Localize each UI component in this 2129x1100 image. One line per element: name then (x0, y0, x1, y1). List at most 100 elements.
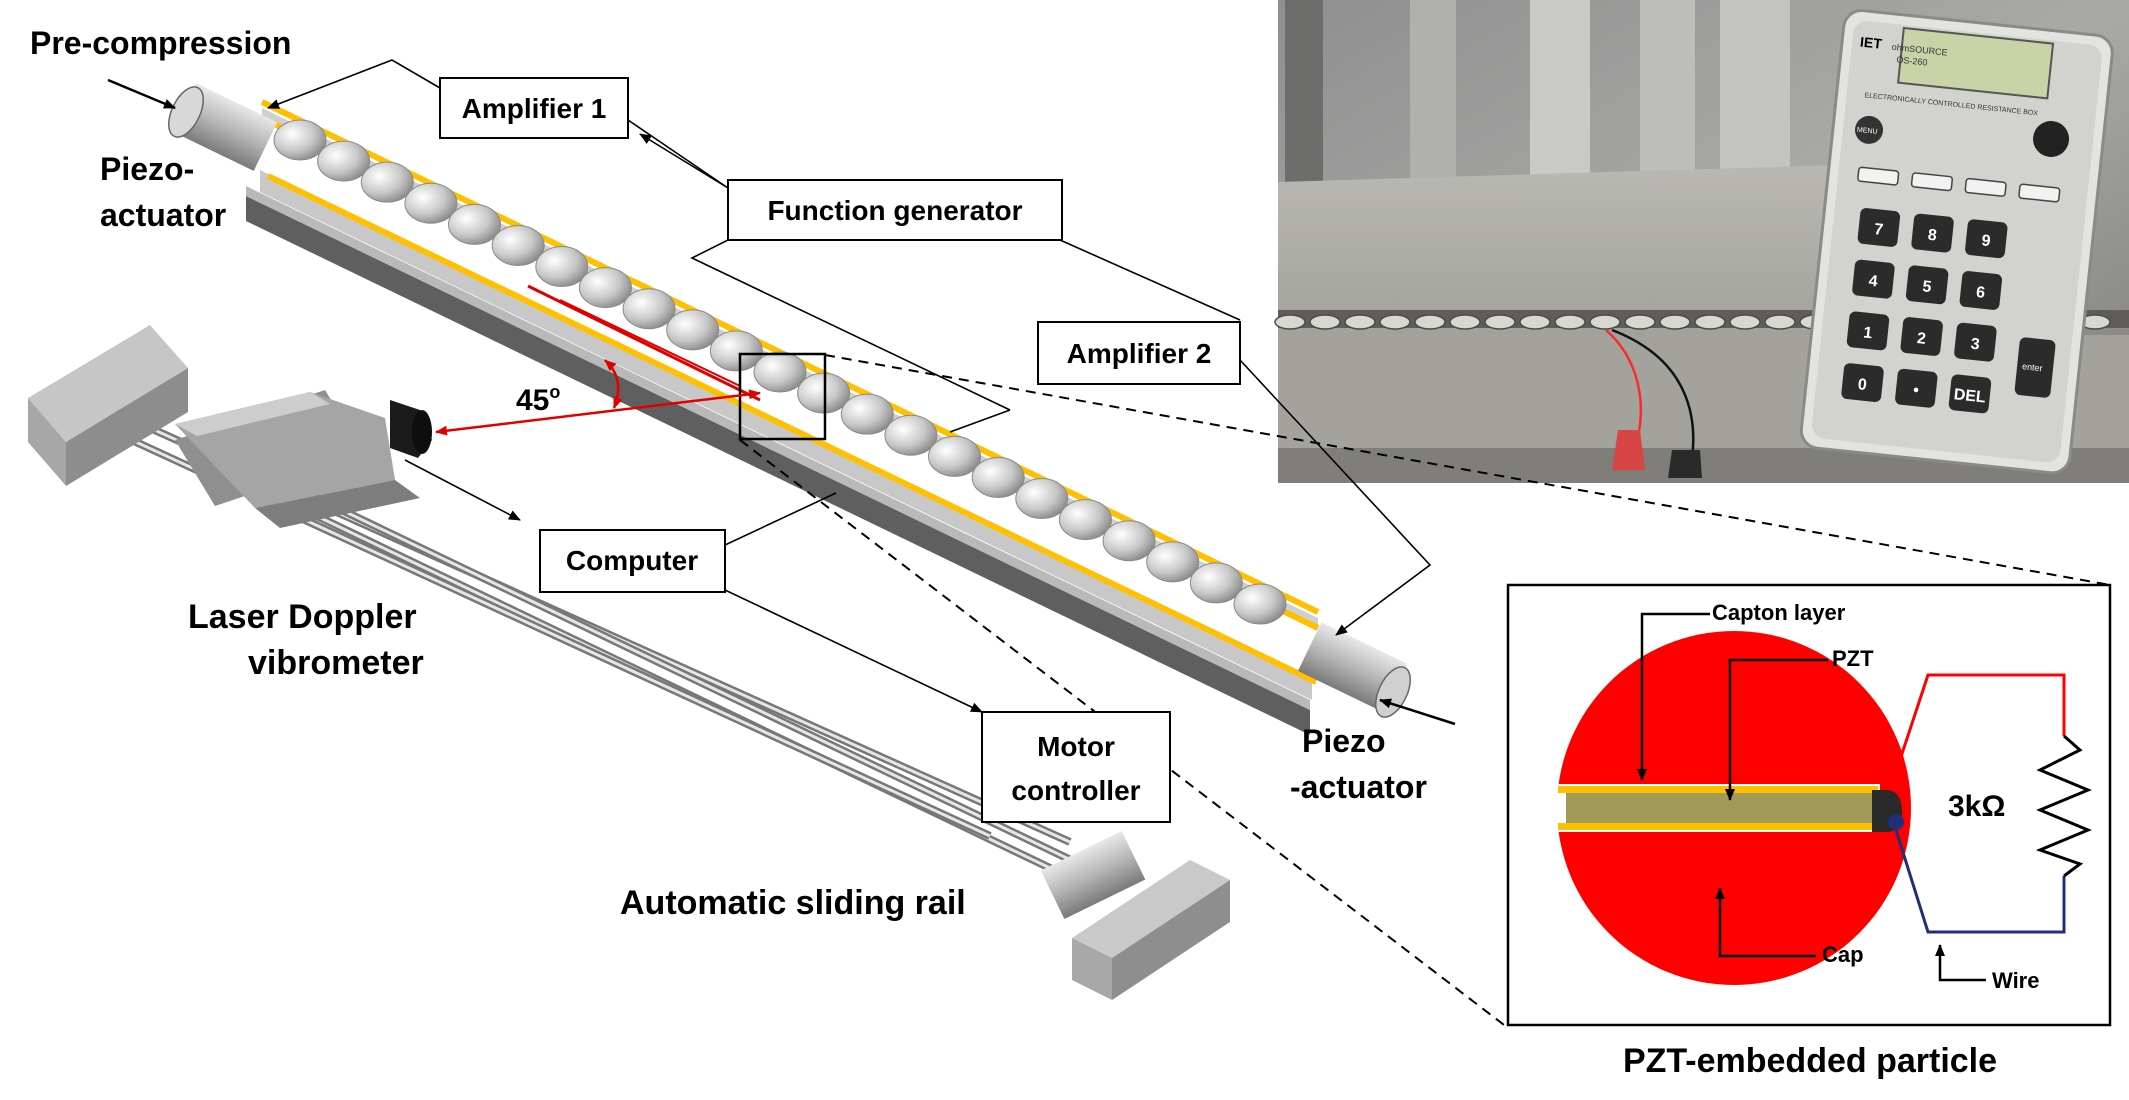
particle (622, 288, 676, 330)
particle (448, 203, 502, 245)
device-key: 9 (1965, 219, 2008, 259)
amplifier-2-box: Amplifier 2 (1037, 321, 1241, 385)
photo-particle (1554, 314, 1586, 330)
motor-controller-label-1: Motor (1037, 731, 1115, 762)
resistance-label: 3kΩ (1948, 790, 2005, 823)
laser-doppler-label-1: Laser Doppler (188, 598, 417, 636)
resistor-symbol (2035, 734, 2092, 878)
photo-particle (1309, 314, 1341, 330)
particle (666, 309, 720, 351)
piezo-actuator-right-label-1: Piezo (1302, 723, 1386, 759)
particle (273, 119, 327, 161)
photo-particle (1519, 314, 1551, 330)
photo-particle (1379, 314, 1411, 330)
device-key: 6 (1959, 271, 2003, 310)
piezo-actuator-left-label-1: Piezo- (100, 151, 194, 187)
photo-particle (1729, 314, 1761, 330)
photo-particle (1764, 314, 1796, 330)
angle-degree: o (549, 382, 560, 402)
computer-box: Computer (539, 529, 726, 593)
particle (971, 456, 1025, 498)
photo-particle (1589, 314, 1621, 330)
amplifier-1-label: Amplifier 1 (462, 93, 607, 124)
svg-text:0: 0 (1857, 376, 1868, 394)
pzt-label: PZT (1832, 646, 1874, 671)
laser-doppler-vibrometer (175, 390, 432, 528)
device-key: • (1895, 368, 1938, 408)
amplifier-2-label: Amplifier 2 (1067, 338, 1212, 369)
particle (1189, 562, 1243, 604)
particle (404, 182, 458, 224)
resistance-box-device: IET ohmSOURCE OS-260 ELECTRONICALLY CONT… (1799, 9, 2114, 475)
svg-text:DEL: DEL (1953, 386, 1987, 406)
angle-label: 45o (516, 382, 560, 417)
device-model: OS-260 (1896, 54, 1928, 67)
capton-layer-top (1558, 786, 1878, 793)
device-key: 4 (1852, 259, 1895, 299)
particle (840, 393, 894, 435)
particle (884, 414, 938, 456)
particle (360, 161, 414, 203)
piezo-actuator-right-label-2: -actuator (1290, 769, 1427, 805)
svg-text:9: 9 (1981, 232, 1992, 250)
device-key: DEL (1948, 374, 1992, 414)
function-generator-box: Function generator (727, 179, 1063, 241)
svg-text:•: • (1912, 382, 1920, 400)
svg-text:1: 1 (1862, 324, 1873, 342)
device-soft-key (1964, 177, 2007, 197)
laser-beam (435, 359, 761, 436)
svg-text:8: 8 (1927, 227, 1938, 245)
svg-text:3: 3 (1970, 336, 1981, 354)
motor-controller-box: Motor controller (981, 711, 1171, 823)
wire-label: Wire (1992, 968, 2039, 993)
sliding-rail-label: Automatic sliding rail (620, 884, 966, 922)
computer-label: Computer (566, 545, 698, 576)
device-key: 8 (1911, 213, 1954, 253)
photo-particle (1659, 314, 1691, 330)
motor-controller-label-2: controller (1011, 775, 1140, 806)
photo-particle (1344, 314, 1376, 330)
particle (578, 267, 632, 309)
angle-value: 45 (516, 384, 549, 417)
piezo-actuator-left-label-2: actuator (100, 197, 226, 233)
svg-text:7: 7 (1873, 221, 1884, 239)
photo-particle (1624, 314, 1656, 330)
device-key: 0 (1841, 363, 1884, 402)
pzt-layer (1566, 793, 1872, 823)
experiment-photo: IET ohmSOURCE OS-260 ELECTRONICALLY CONT… (1274, 0, 2129, 483)
particle-chain-assembly (168, 83, 1411, 735)
particle (491, 224, 545, 266)
left-piezo-actuator (168, 83, 278, 171)
particle (1102, 520, 1156, 562)
particle (535, 246, 589, 288)
particle-chain (273, 119, 1287, 625)
pre-compression-label: Pre-compression (30, 25, 291, 61)
device-key: 2 (1900, 317, 1943, 356)
photo-particle (1694, 314, 1726, 330)
photo-particle (1449, 314, 1481, 330)
photo-particle (1484, 314, 1516, 330)
device-brand: IET (1859, 34, 1883, 52)
particle-caption: PZT-embedded particle (1623, 1042, 1997, 1080)
amplifier-1-box: Amplifier 1 (439, 77, 629, 139)
particle (753, 351, 807, 393)
device-key: 7 (1857, 208, 1901, 247)
device-enter-key: enter (2022, 361, 2043, 373)
wire-red (1888, 673, 2066, 791)
particle (317, 140, 371, 182)
particle (1146, 541, 1200, 583)
device-soft-key (2018, 183, 2061, 203)
svg-text:6: 6 (1975, 284, 1986, 302)
photo-particle (1274, 314, 1306, 330)
pzt-particle-inset: 3kΩ Capton layer PZT Cap Wire (1506, 583, 2112, 1027)
wire-navy (1894, 829, 2066, 934)
device-soft-key (1910, 172, 1954, 192)
capton-layer-bottom (1558, 823, 1878, 830)
particle (1233, 583, 1287, 625)
particle (709, 330, 763, 372)
device-menu-key: MENU (1857, 127, 1878, 136)
device-key: 3 (1954, 322, 1997, 362)
